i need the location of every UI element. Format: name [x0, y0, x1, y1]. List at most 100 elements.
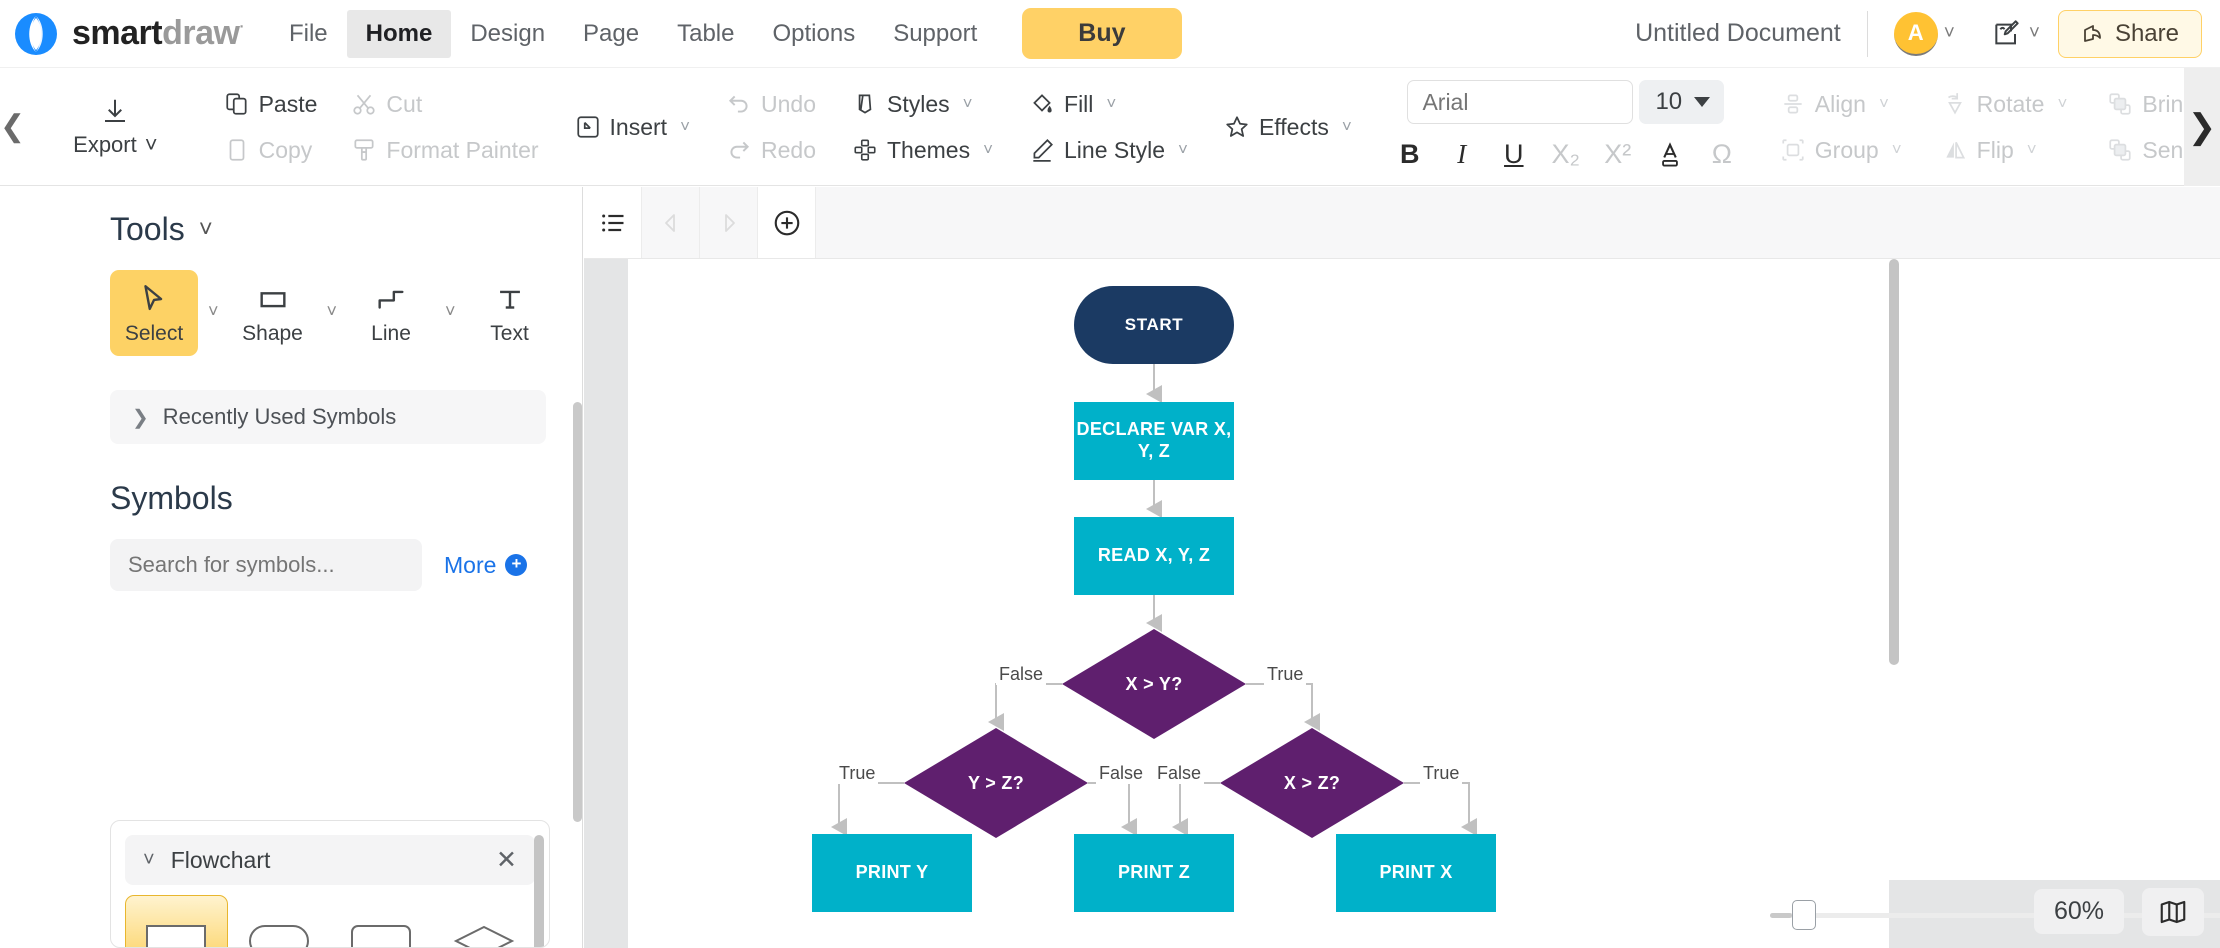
flow-node-decision-xy[interactable]: X > Y?	[1062, 629, 1246, 739]
symbol-process-rectangle[interactable]	[125, 895, 228, 947]
add-page-icon	[774, 210, 799, 235]
font-size-dropdown[interactable]: 10	[1639, 80, 1725, 124]
more-symbols-link[interactable]: More +	[444, 552, 528, 579]
add-page-button[interactable]	[758, 187, 816, 258]
paste-button[interactable]: Paste	[224, 87, 317, 121]
flow-node-start[interactable]: START	[1074, 286, 1234, 364]
flow-node-decision-yz-label: Y > Z?	[968, 772, 1024, 793]
document-title[interactable]: Untitled Document	[1635, 19, 1841, 47]
zoom-percent-button[interactable]: 60%	[2033, 889, 2124, 934]
format-painter-icon	[354, 139, 374, 161]
next-page-button[interactable]	[700, 187, 758, 258]
flow-node-print-z[interactable]: PRINT Z	[1074, 834, 1234, 912]
italic-button[interactable]: I	[1457, 138, 1467, 169]
tool-line-caret-icon[interactable]: ˅	[445, 301, 456, 321]
symbol-category-flowchart[interactable]: ˅ Flowchart ✕	[125, 835, 535, 885]
tool-shape-caret-icon[interactable]: ˅	[326, 301, 338, 321]
ribbon-group-clipboard: Paste Copy Cut	[206, 68, 557, 186]
flow-node-print-y[interactable]: PRINT Y	[812, 834, 972, 912]
menu-item-design[interactable]: Design	[470, 19, 546, 47]
copy-button[interactable]: Copy	[224, 133, 318, 167]
buy-button[interactable]: Buy	[1022, 8, 1182, 59]
flow-node-decision-yz[interactable]: Y > Z?	[904, 728, 1088, 838]
insert-button[interactable]: Insert ˅	[575, 110, 690, 144]
group-button[interactable]: Group ˅	[1780, 133, 1902, 167]
symbol-decision-diamond[interactable]	[433, 895, 536, 947]
canvas-scroll-region[interactable]: START DECLARE VAR X, Y, Z READ X, Y, Z X…	[584, 259, 2220, 948]
effects-button[interactable]: Effects ˅	[1224, 110, 1352, 144]
symbols-card-scrollbar[interactable]	[534, 835, 544, 947]
styles-icon	[858, 94, 872, 114]
flow-node-declare[interactable]: DECLARE VAR X, Y, Z	[1074, 402, 1234, 480]
tool-select[interactable]: Select	[110, 270, 198, 356]
superscript-button[interactable]: X²	[1604, 138, 1632, 169]
underline-button[interactable]: U	[1504, 138, 1524, 169]
menu-item-table[interactable]: Table	[677, 19, 735, 47]
canvas-area: START DECLARE VAR X, Y, Z READ X, Y, Z X…	[584, 187, 2220, 948]
clipboard-col-1: Paste Copy	[224, 87, 318, 167]
tool-shape[interactable]: Shape	[229, 270, 317, 356]
caret-down-icon	[1694, 97, 1711, 107]
tool-line[interactable]: Line	[347, 270, 435, 356]
text-color-button[interactable]	[1644, 134, 1696, 174]
flow-node-decision-xz[interactable]: X > Z?	[1220, 728, 1404, 838]
flow-node-print-x[interactable]: PRINT X	[1336, 834, 1496, 912]
effects-label: Effects	[1258, 113, 1329, 140]
redo-button[interactable]: Redo	[726, 133, 816, 167]
previous-page-button[interactable]	[642, 187, 700, 258]
effects-col: Effects ˅	[1224, 110, 1352, 144]
account-menu[interactable]: A ˅	[1868, 11, 1973, 56]
menu-item-options[interactable]: Options	[772, 19, 856, 47]
fill-button[interactable]: Fill ˅	[1029, 87, 1188, 121]
rotate-button[interactable]: Rotate ˅	[1942, 87, 2067, 121]
subscript-button[interactable]: X₂	[1551, 138, 1581, 169]
ribbon-toolbar: ❮ Export ˅ Paste	[0, 68, 2220, 186]
ribbon-scroll-left-icon[interactable]: ❮	[0, 110, 26, 143]
cut-button[interactable]: Cut	[351, 87, 538, 121]
zoom-slider[interactable]	[1770, 900, 2220, 930]
search-input[interactable]	[110, 552, 422, 578]
export-button[interactable]: Export ˅	[43, 96, 187, 158]
flip-button[interactable]: Flip ˅	[1942, 133, 2068, 167]
symbol-button[interactable]: Ω	[1711, 138, 1732, 169]
line-style-button[interactable]: Line Style ˅	[1029, 133, 1188, 167]
symbol-grid	[111, 885, 549, 947]
previous-page-icon	[664, 213, 675, 232]
menu-item-file[interactable]: File	[288, 19, 328, 47]
font-family-input[interactable]	[1407, 80, 1634, 124]
bring-to-front-icon	[2109, 93, 2131, 115]
ribbon-group-styles: Styles ˅ Themes ˅	[834, 68, 1011, 186]
themes-button[interactable]: Themes ˅	[852, 133, 993, 167]
symbol-terminator-stadium[interactable]	[228, 895, 331, 947]
align-button[interactable]: Align ˅	[1780, 87, 1902, 121]
left-panel-scrollbar[interactable]	[573, 402, 582, 822]
chevron-down-icon: ˅	[1341, 117, 1352, 136]
menu-item-page[interactable]: Page	[583, 19, 640, 47]
close-icon[interactable]: ✕	[496, 846, 517, 874]
format-painter-button[interactable]: Format Painter	[351, 133, 539, 167]
minimap-button[interactable]	[2142, 888, 2204, 936]
canvas-vertical-scrollbar[interactable]	[1889, 259, 1899, 665]
bold-button[interactable]: B	[1400, 138, 1420, 169]
undo-button[interactable]: Undo	[726, 87, 816, 121]
recently-used-symbols-row[interactable]: ❯ Recently Used Symbols	[110, 390, 546, 444]
export-label-wrap: Export ˅	[73, 132, 157, 158]
menu-item-support[interactable]: Support	[893, 19, 978, 47]
share-button[interactable]: Share	[2057, 9, 2202, 58]
symbol-rounded-rectangle[interactable]	[330, 895, 433, 947]
menu-item-home[interactable]: Home	[346, 9, 452, 58]
align-icon	[1784, 94, 1802, 114]
rotate-label: Rotate	[1976, 90, 2045, 117]
pencil-edit-icon	[1995, 19, 2019, 44]
outline-list-button[interactable]	[584, 187, 642, 258]
styles-button[interactable]: Styles ˅	[852, 87, 993, 121]
zoom-slider-thumb[interactable]	[1792, 900, 1816, 930]
ribbon-scroll-right-icon[interactable]: ❯	[2184, 68, 2220, 186]
tool-select-caret-icon[interactable]: ˅	[208, 301, 219, 321]
tools-panel-header[interactable]: Tools ˅	[0, 187, 582, 248]
flow-node-read[interactable]: READ X, Y, Z	[1074, 517, 1234, 595]
smartdraw-logo[interactable]: smartdraw·	[0, 12, 244, 56]
tool-text[interactable]: Text	[466, 270, 554, 356]
edit-mode-menu[interactable]: ˅	[1973, 18, 2058, 50]
left-tools-panel: Tools ˅ Select ˅ Shape ˅	[0, 187, 583, 948]
